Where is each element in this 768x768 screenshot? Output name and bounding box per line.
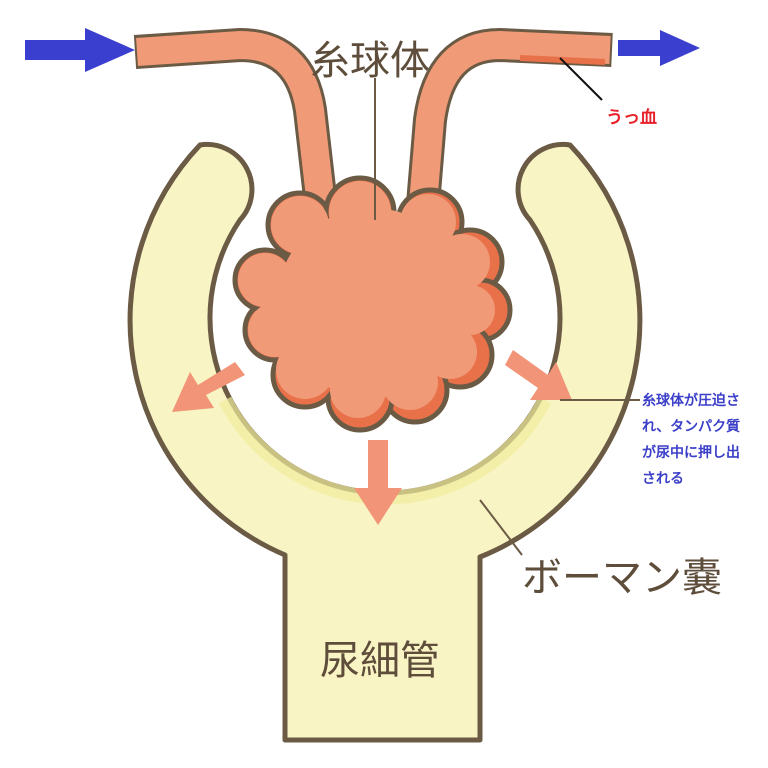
glomerulus-shape [232,175,513,433]
pressure-arrow-down-icon [354,440,402,525]
bowman-capsule-shape [127,141,643,743]
note-line: れ、タンパク質 [642,419,741,435]
note-line: 糸球体が圧迫さ [642,393,740,409]
congestion-label: うっ血 [606,108,657,128]
inflow-arrow-icon [25,28,135,72]
bowman-capsule-label: ボーマン嚢 [522,555,722,601]
outflow-arrow-icon [618,30,700,66]
protein-leak-note: 糸球体が圧迫さ れ、タンパク質 が尿中に押し出 される [642,388,740,492]
afferent-vessel [133,27,342,242]
pressure-arrow-right-icon [505,350,572,400]
glomerulus-label: 糸球体 [310,38,430,84]
pressure-arrows [172,350,572,525]
pressure-arrow-left-icon [172,362,245,412]
note-line: される [642,471,684,487]
note-line: が尿中に押し出 [642,445,740,461]
renal-tubule-label: 尿細管 [320,638,440,684]
